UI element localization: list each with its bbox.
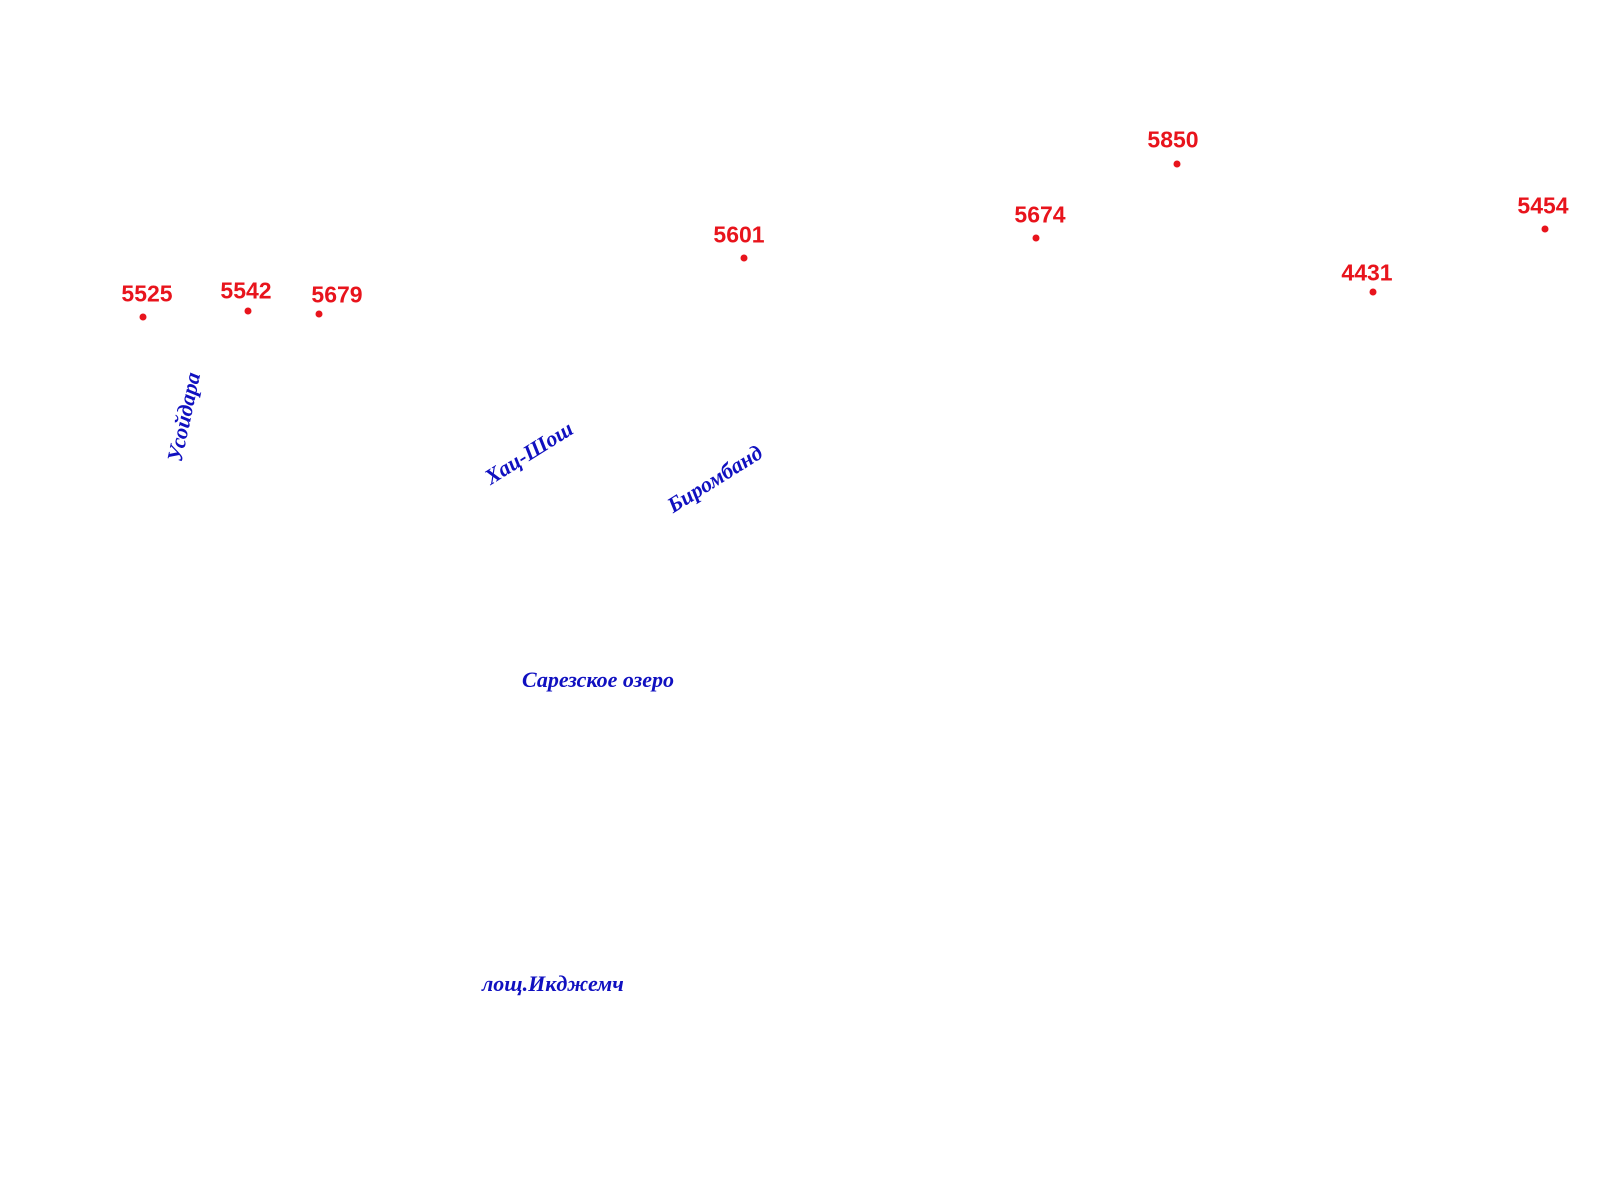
peak-elevation-label: 5601 (713, 221, 765, 248)
peak-elevation-label: 5525 (121, 280, 173, 307)
peak-elevation-label: 5679 (311, 281, 363, 308)
place-name-birombad: Биромбанд (662, 439, 767, 518)
peak-marker-icon (139, 313, 147, 321)
peak-marker-icon (315, 310, 323, 318)
peak-elevation-label: 5454 (1517, 192, 1569, 219)
peak-marker-icon (740, 254, 748, 262)
peak-elevation-label: 5542 (220, 277, 272, 304)
peak-elevation-label: 5674 (1014, 201, 1066, 228)
place-name-khats-shosh: Хац-Шош (479, 415, 578, 490)
peak-elevation-label: 4431 (1341, 259, 1393, 286)
place-name-usoidara: Усойдара (161, 369, 206, 464)
peak-marker-icon (1173, 160, 1181, 168)
peak-marker-icon (1369, 288, 1377, 296)
place-name-sarez-lake: Сарезское озеро (522, 667, 674, 692)
peak-elevation-label: 5850 (1147, 126, 1199, 153)
place-name-ikdzhemch: лощ.Икджемч (482, 971, 624, 996)
peak-marker-icon (244, 307, 252, 315)
peak-marker-icon (1032, 234, 1040, 242)
peak-marker-icon (1541, 225, 1549, 233)
